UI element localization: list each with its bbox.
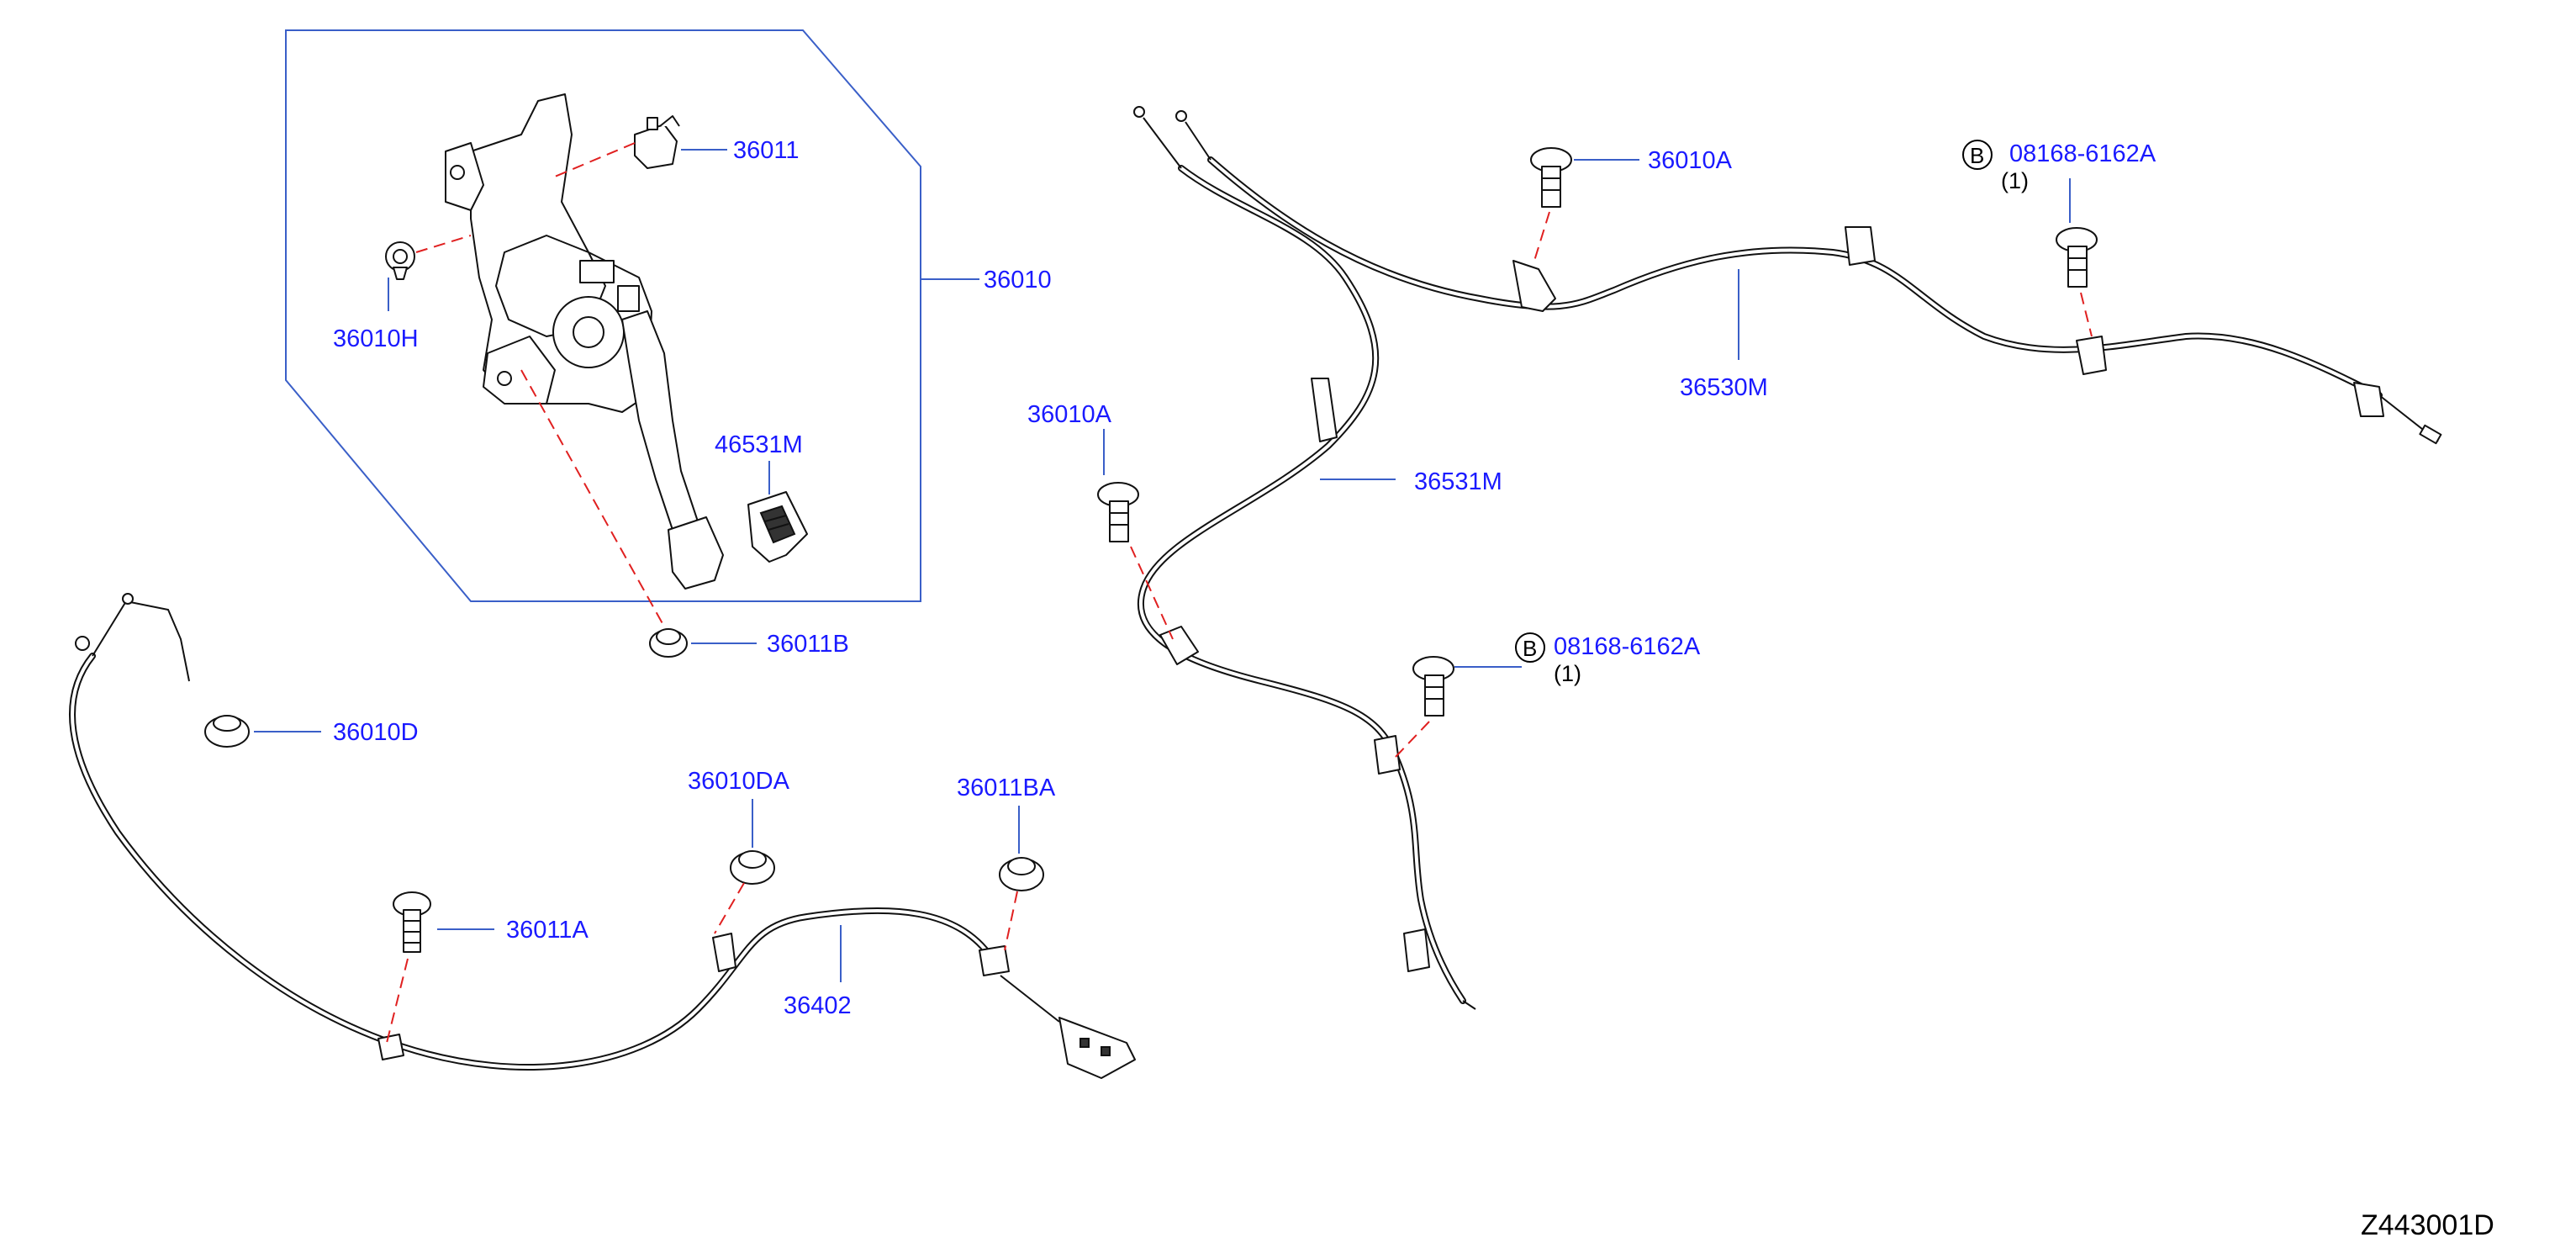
label-36010D: 36010D <box>333 719 419 746</box>
bolt-08168-6162A-top[interactable] <box>2056 227 2098 288</box>
ref-mark-b-top: B <box>1962 140 1993 170</box>
label-36011B: 36011B <box>767 631 849 658</box>
ref-mark-b-mid: B <box>1515 632 1545 663</box>
diagram-id: Z443001D <box>2361 1209 2494 1241</box>
parking-brake-pedal-assembly[interactable] <box>445 93 724 590</box>
label-36402: 36402 <box>784 992 852 1019</box>
label-36530M: 36530M <box>1680 374 1768 401</box>
clip-36010H[interactable] <box>385 241 415 280</box>
front-cable-36402[interactable] <box>69 593 1136 1079</box>
grommet-36010DA[interactable] <box>730 850 775 885</box>
rear-cable-36530M[interactable] <box>1175 110 2442 445</box>
grommet-36010D[interactable] <box>204 715 250 748</box>
rear-cable-36531M[interactable] <box>1133 106 1476 1010</box>
nut-36011B[interactable] <box>649 628 688 658</box>
bolt-08168-6162A-mid[interactable] <box>1412 656 1454 717</box>
pedal-assembly-frame <box>285 29 921 602</box>
bolt-36011A[interactable] <box>393 891 431 953</box>
pedal-pad-46531M[interactable] <box>747 491 808 563</box>
switch-36011[interactable] <box>634 115 680 169</box>
label-36010H: 36010H <box>333 325 419 352</box>
label-08168-6162A-top: 08168-6162A <box>2009 140 2156 167</box>
label-36011A: 36011A <box>506 917 589 944</box>
grommet-36011BA[interactable] <box>999 857 1044 891</box>
bolt-36010A-mid[interactable] <box>1097 482 1139 542</box>
label-36010A-mid: 36010A <box>1027 401 1112 428</box>
label-36010A-top: 36010A <box>1648 147 1733 174</box>
quantity-mid: (1) <box>1554 661 1581 686</box>
label-36531M: 36531M <box>1414 468 1502 495</box>
svg-text:B: B <box>1523 636 1537 661</box>
quantity-top: (1) <box>2001 168 2029 193</box>
label-36011BA: 36011BA <box>957 775 1056 801</box>
svg-text:B: B <box>1970 143 1984 168</box>
label-46531M: 46531M <box>715 431 803 458</box>
label-36010DA: 36010DA <box>688 768 790 795</box>
label-08168-6162A-mid: 08168-6162A <box>1554 633 1701 660</box>
label-36010: 36010 <box>984 267 1052 293</box>
bolt-36010A-top[interactable] <box>1530 147 1572 208</box>
label-36011: 36011 <box>733 137 800 164</box>
